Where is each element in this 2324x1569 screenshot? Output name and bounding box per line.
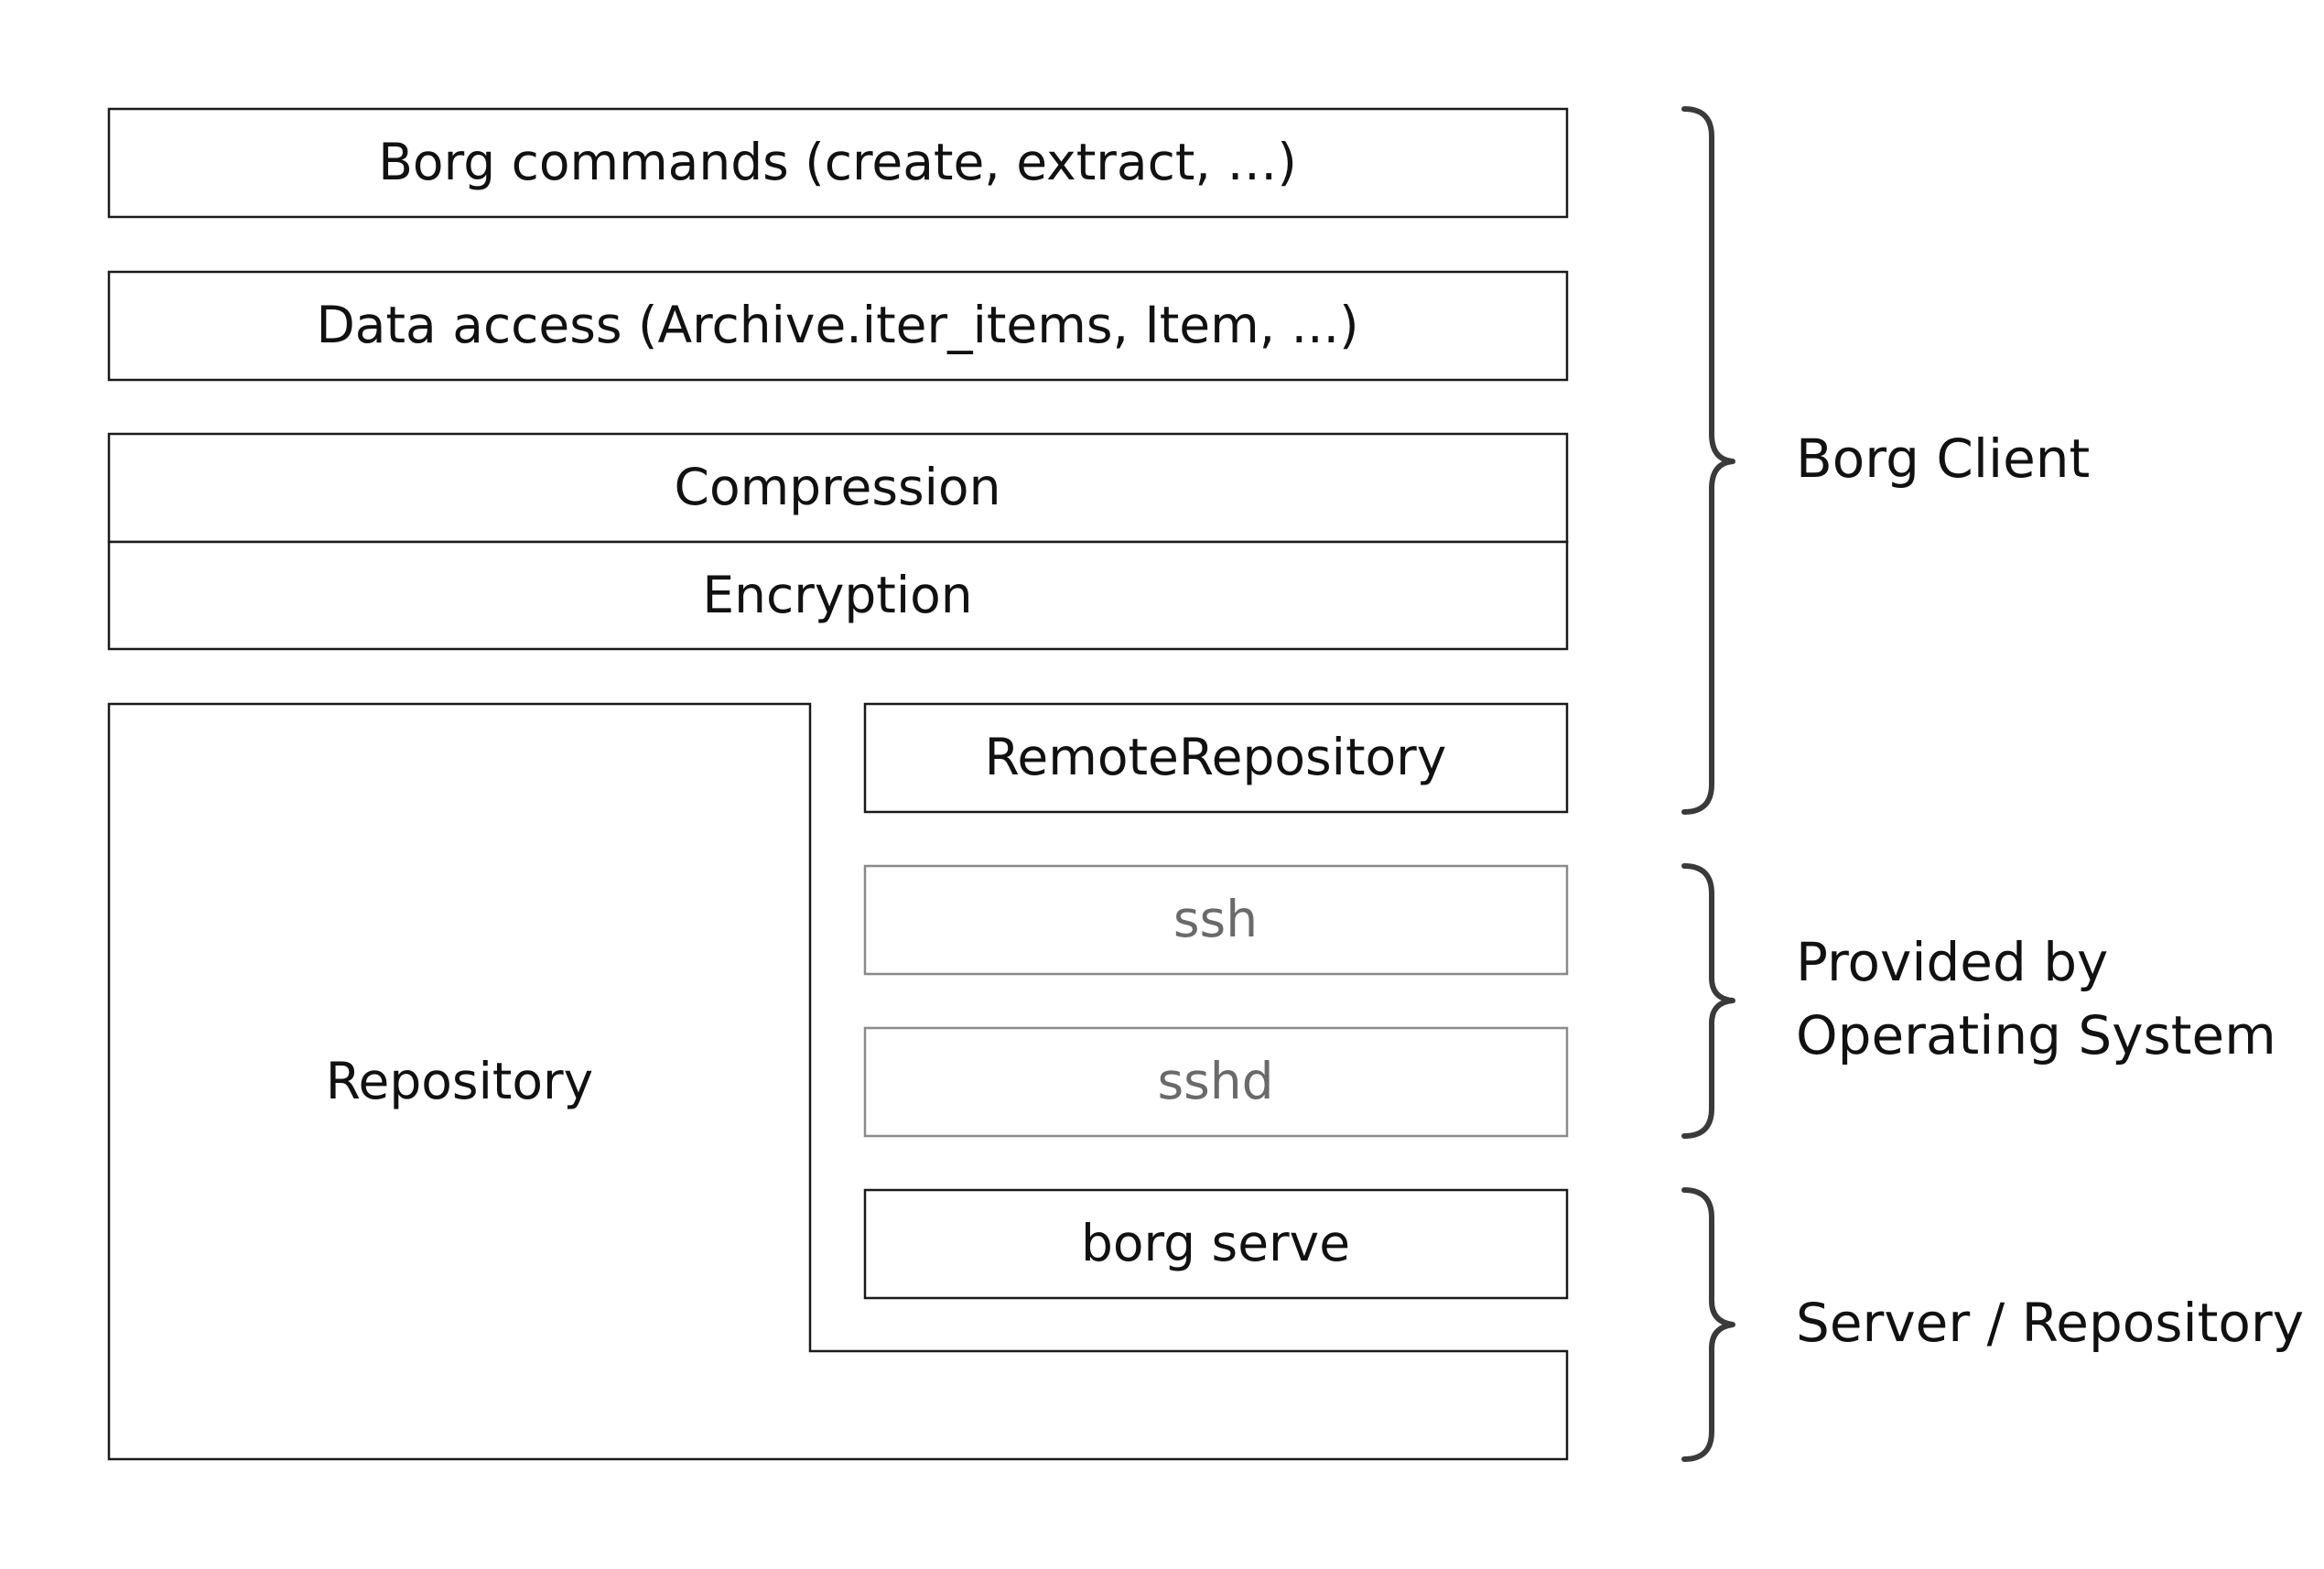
server-brace-icon (1681, 1187, 1735, 1462)
borg-serve-label: borg serve (1081, 1214, 1350, 1272)
sshd-layer: sshd (863, 1026, 1569, 1138)
encryption-label: Encryption (702, 566, 972, 624)
data-access-label: Data access (Archive.iter_items, Item, .… (316, 296, 1358, 354)
repository-label: Repository (326, 1052, 593, 1110)
borg-commands-layer: Borg commands (create, extract, …) (107, 107, 1569, 219)
repository-layer: Repository (107, 702, 1569, 1461)
ssh-label: ssh (1173, 890, 1258, 948)
ssh-layer: ssh (863, 864, 1569, 976)
remote-repository-label: RemoteRepository (985, 728, 1447, 786)
data-access-layer: Data access (Archive.iter_items, Item, .… (107, 270, 1569, 382)
borg-commands-label: Borg commands (create, extract, …) (378, 133, 1297, 191)
os-brace-icon (1681, 863, 1735, 1139)
client-group-label: Borg Client (1796, 427, 2090, 490)
os-group-label-line1: Provided by (1796, 931, 2108, 993)
borg-serve-layer: borg serve (863, 1188, 1569, 1300)
compression-label: Compression (675, 458, 1001, 516)
client-brace-icon (1681, 106, 1735, 815)
os-group-label-line2: Operating System (1796, 1004, 2276, 1066)
sshd-label: sshd (1157, 1052, 1273, 1110)
encryption-layer: Encryption (107, 540, 1569, 651)
server-group-label: Server / Repository (1796, 1292, 2304, 1354)
compression-layer: Compression (107, 432, 1569, 544)
remote-repository-layer: RemoteRepository (863, 702, 1569, 814)
